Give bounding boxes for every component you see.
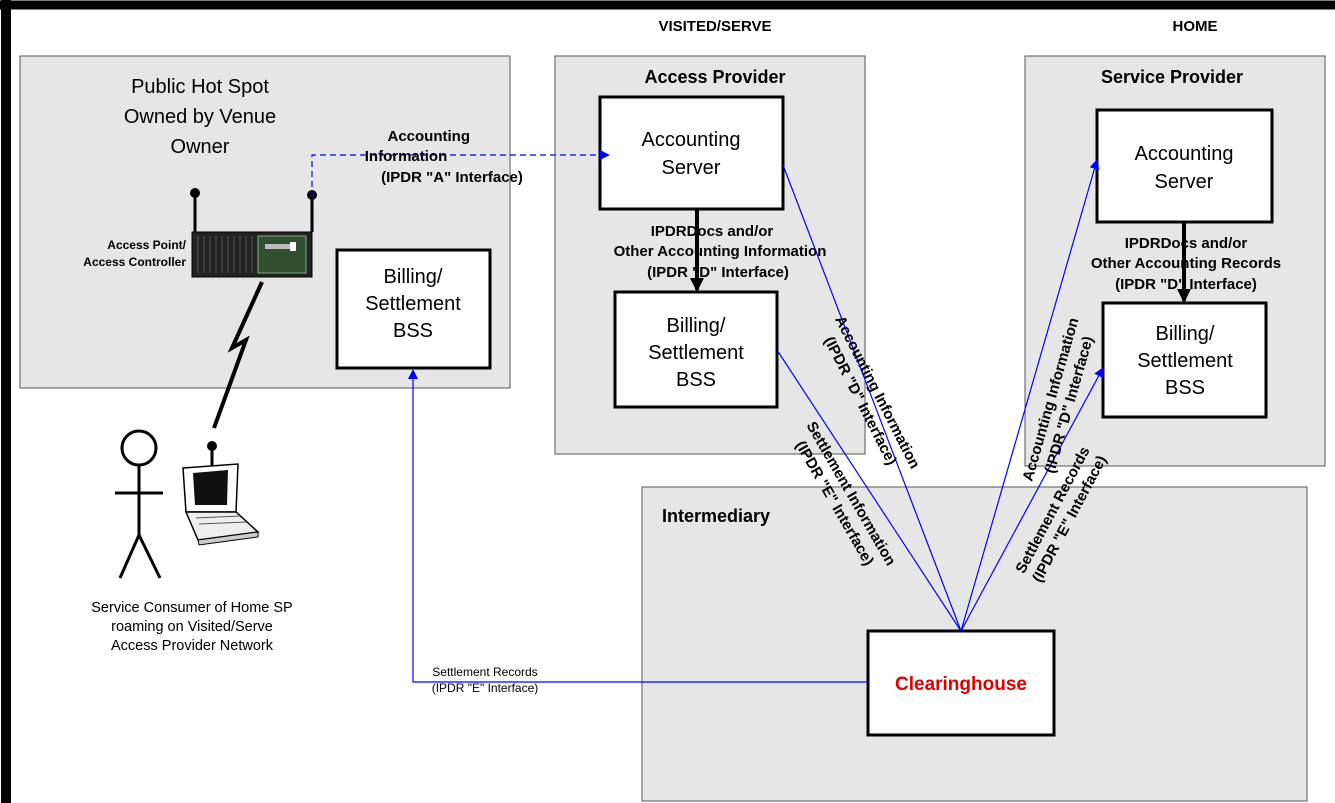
a-interface-label-line-1: Accounting: [388, 128, 471, 145]
sp-accounting-server-line-1: Accounting: [1135, 143, 1234, 165]
laptop-icon: [182, 441, 260, 546]
ap-accounting-to-clearinghouse-line: [782, 164, 962, 632]
consumer-caption-line-3: Access Provider Network: [111, 638, 274, 654]
hotspot-billing-line-2: Settlement: [365, 293, 461, 315]
sp-billing-line-3: BSS: [1165, 377, 1205, 399]
ap-d-label-line-1: IPDRDocs and/or: [651, 223, 774, 240]
a-interface-arrow: [311, 150, 610, 197]
clearinghouse-to-sp-billing-arrow: [960, 367, 1104, 632]
clearinghouse-to-hotspot-billing-arrow: [408, 369, 868, 683]
hotspot-title-line-1: Public Hot Spot: [131, 76, 269, 98]
access-provider-title: Access Provider: [644, 67, 785, 87]
ap-accounting-server-box: [598, 95, 785, 211]
ap-d-label-line-2: Other Accounting Information: [614, 243, 827, 260]
ap-accounting-server-line-2: Server: [662, 157, 721, 179]
ch-to-hotspot-label-line-2: (IPDR "E" Interface): [432, 681, 539, 695]
ap-billing-line-1: Billing/: [667, 315, 726, 337]
person-icon: [115, 429, 163, 579]
consumer-caption-line-2: roaming on Visited/Serve: [111, 619, 273, 635]
clearinghouse-to-sp-accounting-arrow: [960, 159, 1100, 632]
ap-billing-line-2: Settlement: [648, 342, 744, 364]
hotspot-billing-box: [335, 248, 492, 370]
wireless-link-icon: [212, 281, 264, 429]
visited-header: VISITED/SERVE: [658, 18, 771, 35]
sp-billing-box: [1101, 301, 1268, 419]
sp-accounting-server-box: [1095, 108, 1274, 224]
hotspot-billing-line-3: BSS: [393, 320, 433, 342]
clearinghouse-box: [866, 629, 1056, 737]
hotspot-billing-line-1: Billing/: [384, 266, 443, 288]
a-interface-label-line-3: (IPDR "A" Interface): [381, 169, 523, 186]
clearinghouse-label: Clearinghouse: [895, 674, 1027, 695]
ap-billing-box: [613, 290, 779, 409]
consumer-caption-line-1: Service Consumer of Home SP: [91, 600, 292, 616]
ap-billing-to-clearinghouse-line: [776, 349, 962, 632]
intermediary-title: Intermediary: [662, 506, 770, 526]
ap-billing-line-3: BSS: [676, 369, 716, 391]
ap-controller-label-line-2: Access Controller: [83, 255, 186, 269]
ap-accounting-server-line-1: Accounting: [642, 129, 741, 151]
service-provider-title: Service Provider: [1101, 67, 1243, 87]
ap-d-label-line-3: (IPDR "D" Interface): [647, 264, 789, 281]
sp-billing-line-1: Billing/: [1156, 323, 1215, 345]
ap-controller-label-line-1: Access Point/: [107, 238, 186, 252]
hotspot-title-line-3: Owner: [171, 136, 230, 158]
access-point-device-icon: [190, 188, 317, 278]
a-interface-label-line-2: Information: [365, 148, 448, 165]
sp-d-label-line-1: IPDRDocs and/or: [1125, 235, 1248, 252]
ch-to-hotspot-label-line-1: Settlement Records: [432, 665, 537, 679]
hotspot-title-line-2: Owned by Venue: [124, 106, 276, 128]
home-header: HOME: [1173, 18, 1218, 35]
sp-accounting-server-line-2: Server: [1155, 171, 1214, 193]
sp-billing-line-2: Settlement: [1137, 350, 1233, 372]
sp-d-label-line-2: Other Accounting Records: [1091, 255, 1281, 272]
sp-d-label-line-3: (IPDR "D" Interface): [1115, 276, 1257, 293]
